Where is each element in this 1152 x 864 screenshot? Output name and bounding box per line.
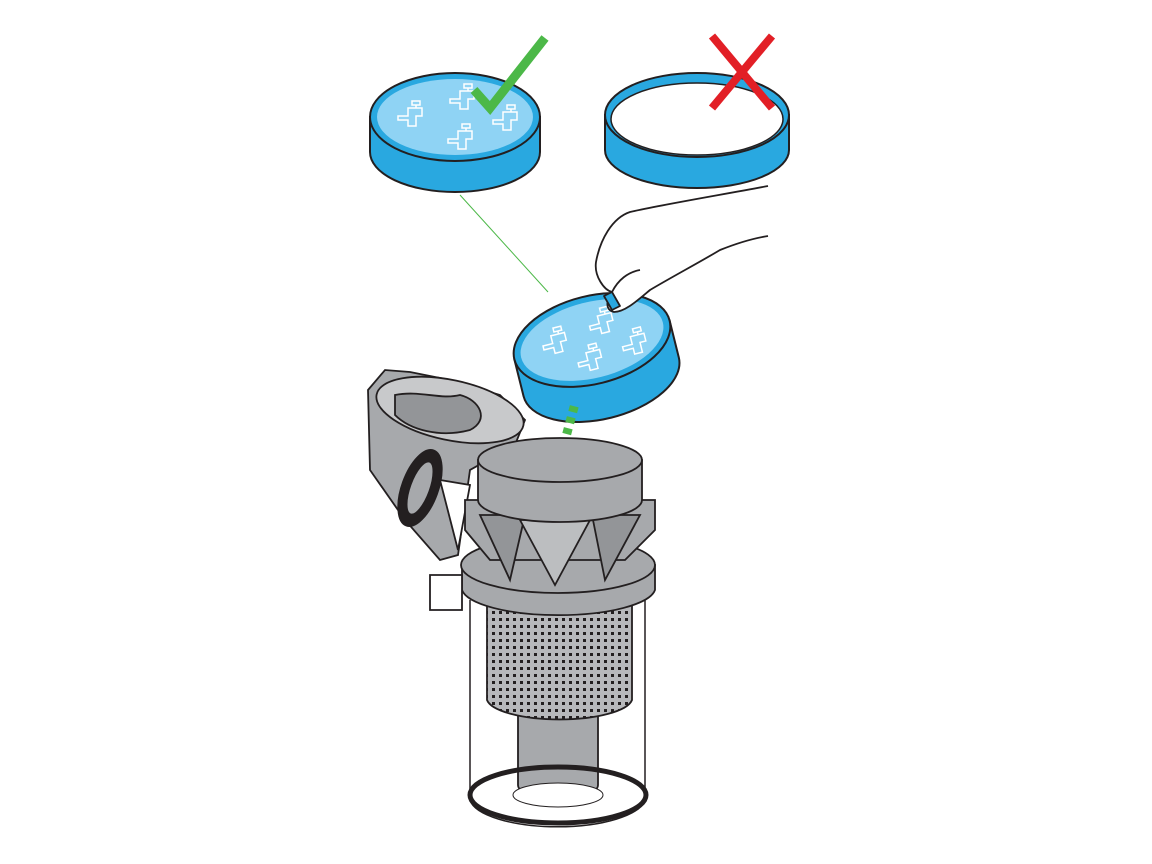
cross-mark-icon	[708, 33, 776, 111]
connector-line	[459, 194, 549, 293]
bin-cap-open	[367, 369, 527, 562]
hand	[594, 185, 769, 313]
correct-filter	[369, 72, 541, 193]
inserting-filter	[512, 292, 681, 423]
incorrect-filter	[604, 72, 790, 189]
check-mark-icon	[470, 35, 549, 116]
cyclone-body	[429, 437, 656, 826]
